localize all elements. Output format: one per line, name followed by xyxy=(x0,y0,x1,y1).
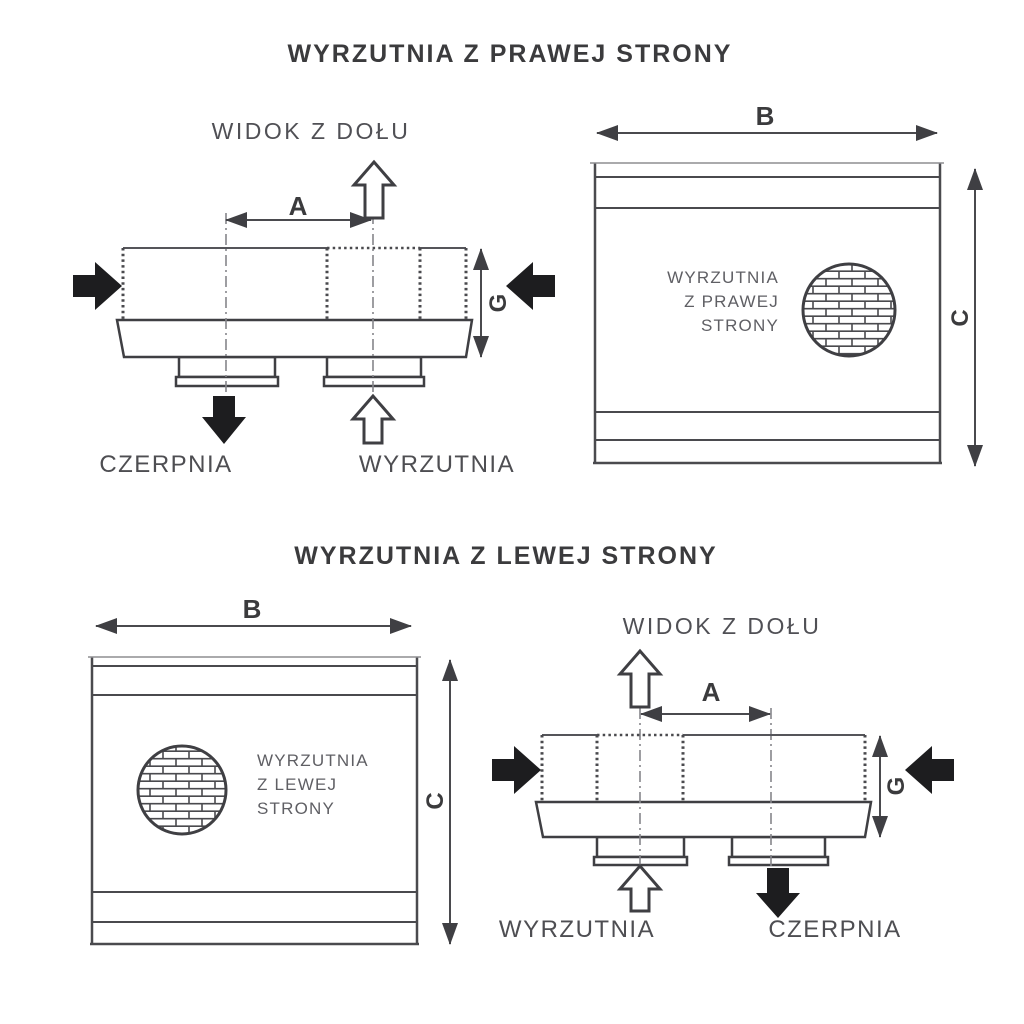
caption-line: STRONY xyxy=(700,316,779,335)
exhaust-flow-arrow-icon xyxy=(616,863,664,913)
exhaust-label: WYRZUTNIA xyxy=(498,916,656,943)
dimension-a-label: A xyxy=(701,677,721,707)
casing-seams xyxy=(595,176,940,441)
caption-line: WYRZUTNIA xyxy=(667,268,779,287)
unit-flange xyxy=(115,318,474,359)
dimension-c-label: C xyxy=(947,309,974,327)
unit-casing xyxy=(90,657,419,946)
view-from-below-label: WIDOK Z DOŁU xyxy=(211,118,411,144)
intake-flow-arrow-icon xyxy=(202,396,246,444)
section-title-right: WYRZUTNIA Z PRAWEJ STRONY xyxy=(287,40,733,68)
exhaust-flow-arrow-icon xyxy=(349,393,397,445)
dimension-b-label: B xyxy=(755,101,775,131)
dimension-a-label: A xyxy=(288,191,308,221)
view-direction-arrow-icon xyxy=(350,159,398,220)
caption-line: Z LEWEJ xyxy=(257,775,338,794)
hidden-edges xyxy=(540,733,867,802)
center-lines xyxy=(225,213,374,393)
left-version-front-view xyxy=(88,618,458,946)
left-version-bottom-view xyxy=(492,648,954,918)
view-from-below-label: WIDOK Z DOŁU xyxy=(622,613,822,639)
dimension-b-label: B xyxy=(242,594,262,624)
section-title-left: WYRZUTNIA Z LEWEJ STRONY xyxy=(294,542,718,570)
airflow-arrow-left-icon xyxy=(905,746,954,794)
intake-stub xyxy=(174,355,280,388)
right-version-bottom-view xyxy=(73,159,555,445)
exhaust-stub xyxy=(322,355,426,388)
dimension-g-label: G xyxy=(485,293,512,313)
hidden-edges xyxy=(121,246,468,320)
intake-stub xyxy=(727,835,830,867)
unit-flange xyxy=(534,800,873,839)
airflow-arrow-right-icon xyxy=(73,262,122,310)
view-direction-arrow-icon xyxy=(616,648,664,709)
right-version-front-view xyxy=(590,125,983,467)
intake-label: CZERPNIA xyxy=(99,451,233,478)
dimension-g-label: G xyxy=(883,776,910,796)
airflow-arrow-left-icon xyxy=(506,262,555,310)
exhaust-grille xyxy=(136,744,228,836)
unit-side-caption-left: WYRZUTNIA Z LEWEJ STRONY xyxy=(257,749,437,821)
intake-label: CZERPNIA xyxy=(768,916,902,943)
exhaust-grille xyxy=(801,262,897,358)
airflow-arrow-right-icon xyxy=(492,746,541,794)
unit-side-caption-right: WYRZUTNIA Z PRAWEJ STRONY xyxy=(599,266,779,338)
casing-seams xyxy=(92,665,417,923)
caption-line: STRONY xyxy=(257,799,336,818)
caption-line: WYRZUTNIA xyxy=(257,751,369,770)
exhaust-label: WYRZUTNIA xyxy=(358,451,516,478)
intake-flow-arrow-icon xyxy=(756,868,800,918)
caption-line: Z PRAWEJ xyxy=(684,292,779,311)
